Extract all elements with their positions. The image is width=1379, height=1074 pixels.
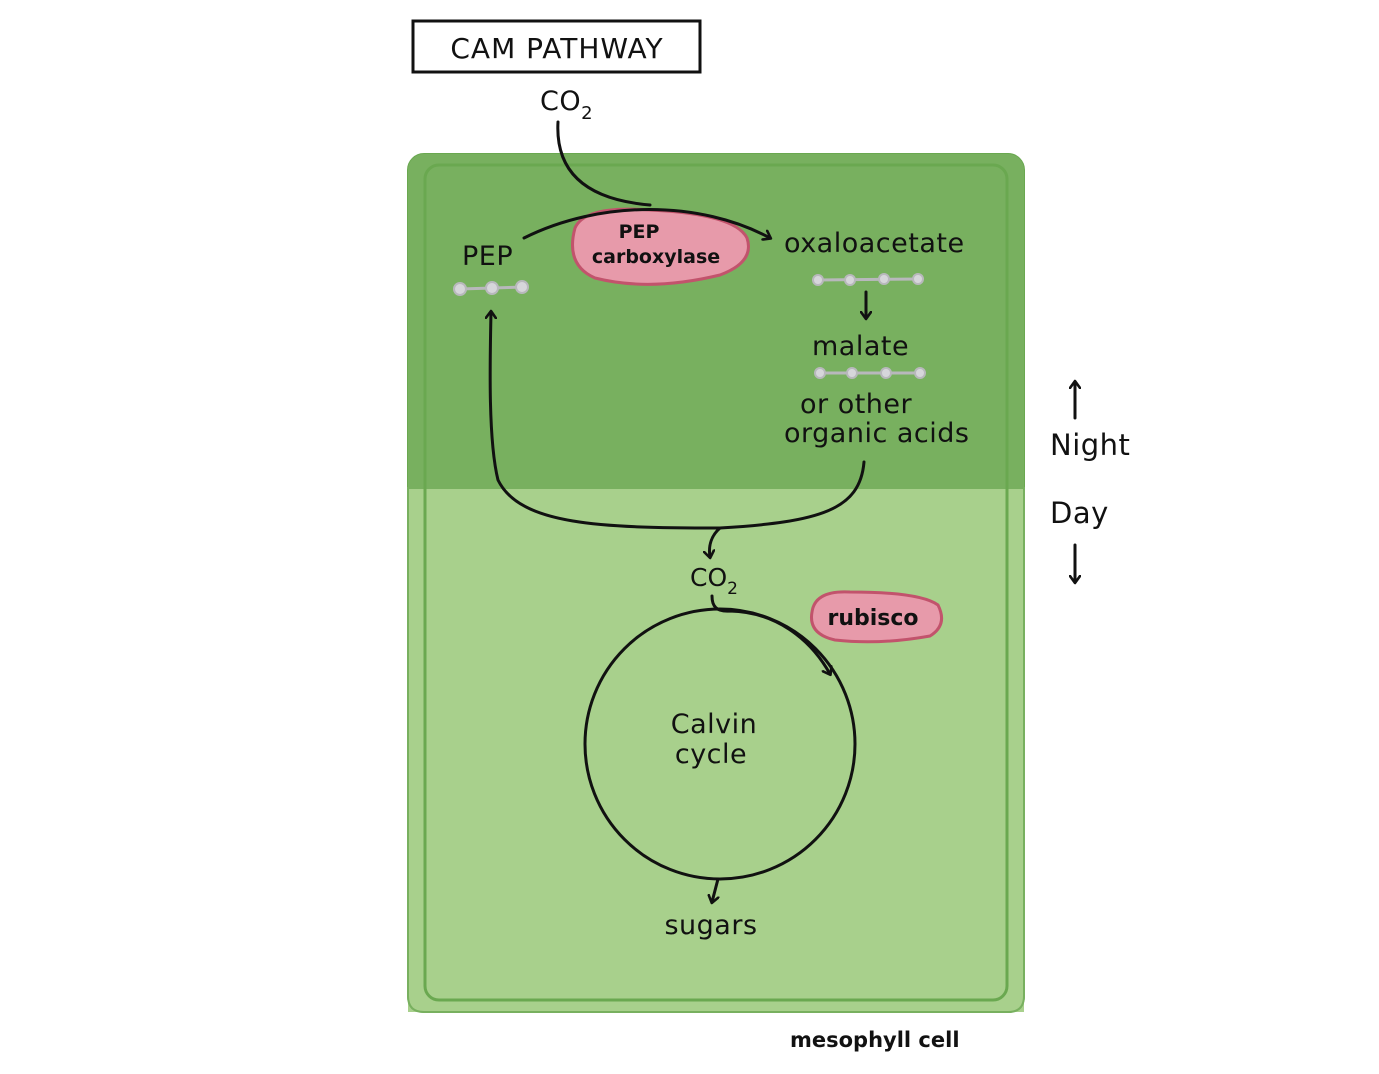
calvin-cycle-line1: Calvin [671, 709, 758, 740]
co2-input-label: CO2 [540, 86, 593, 124]
pep-label: PEP [462, 241, 513, 272]
svg-text:CO2: CO2 [690, 563, 738, 599]
organic-acids-line1: or other [800, 389, 913, 420]
sugars-label: sugars [664, 910, 757, 941]
calvin-to-sugars-arrow [712, 877, 718, 902]
co2-to-oxaloacetate-arrow [556, 120, 652, 207]
malate-molecule [814, 367, 926, 379]
pep-to-oxaloacetate-arrow [522, 208, 770, 239]
night-region-bottom-fill [408, 470, 1024, 488]
svg-text:CO2: CO2 [540, 86, 593, 124]
co2-mid-text: CO [690, 563, 727, 592]
page-title: CAM PATHWAY [450, 32, 663, 65]
cell-label: mesophyll cell [790, 1028, 960, 1052]
day-label: Day [1050, 496, 1109, 530]
calvin-cycle-line2: cycle [675, 739, 747, 770]
regeneration-to-pep-arrow [490, 312, 722, 530]
co2-subscript: 2 [581, 103, 593, 124]
co2-into-calvin-arrow [710, 594, 830, 674]
night-region [408, 154, 1024, 488]
rubisco-enzyme: rubisco [809, 590, 944, 644]
pep-carboxylase-enzyme: PEP carboxylase [571, 207, 750, 286]
co2-released-label: CO2 [690, 563, 738, 599]
organic-acids-to-co2-arrow [709, 460, 866, 557]
title-box: CAM PATHWAY [411, 19, 702, 74]
rubisco-label: rubisco [827, 606, 918, 631]
organic-acids-line2: organic acids [784, 418, 969, 449]
cell-inner-membrane [423, 163, 1009, 1002]
malate-label: malate [812, 331, 909, 362]
co2-text: CO [540, 86, 581, 117]
co2-mid-subscript: 2 [727, 579, 738, 599]
pep-carboxylase-line2: carboxylase [592, 246, 720, 268]
night-label: Night [1050, 428, 1130, 462]
oxaloacetate-label: oxaloacetate [784, 228, 965, 259]
pep-molecule [453, 280, 529, 296]
pep-carboxylase-line1: PEP [619, 221, 660, 243]
oxaloacetate-molecule [812, 273, 924, 286]
